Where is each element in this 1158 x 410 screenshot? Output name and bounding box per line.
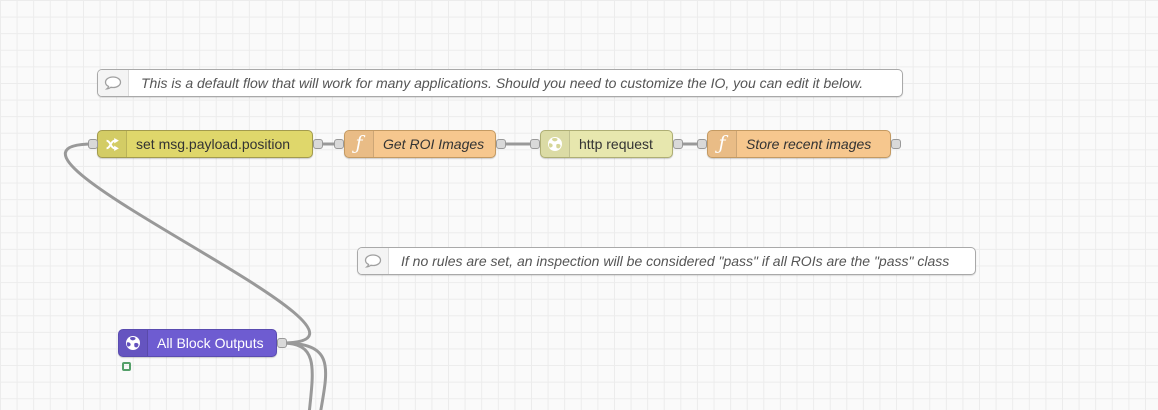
node-status-indicator [122, 362, 131, 371]
function-icon: ƒ [355, 131, 363, 154]
node-label: http request [579, 136, 653, 152]
node-icon-area: ƒ [708, 131, 737, 157]
globe-icon [548, 137, 562, 151]
port-output-get-roi-images[interactable] [496, 139, 506, 149]
port-output-store-recent-images[interactable] [891, 139, 901, 149]
node-set-msg-payload-position[interactable]: set msg.payload.position [97, 130, 313, 158]
node-icon-area [119, 330, 148, 356]
node-icon-area [541, 131, 570, 157]
port-input-store-recent-images[interactable] [697, 139, 707, 149]
wire-abo-to-set[interactable] [63, 142, 312, 345]
port-output-all-block-outputs[interactable] [277, 338, 287, 348]
port-output-http-request[interactable] [673, 139, 683, 149]
globe-icon [126, 336, 140, 350]
wire-abo-down-1[interactable] [280, 341, 314, 410]
comment-icon-area [98, 70, 129, 96]
node-all-block-outputs[interactable]: All Block Outputs [118, 329, 277, 357]
comment-node-io-customize[interactable]: This is a default flow that will work fo… [97, 69, 903, 97]
node-store-recent-images[interactable]: ƒ Store recent images [707, 130, 891, 158]
shuffle-icon [105, 137, 119, 151]
node-icon-area: ƒ [345, 131, 374, 157]
wire-abo-down-2[interactable] [280, 341, 328, 410]
node-http-request[interactable]: http request [540, 130, 673, 158]
port-input-get-roi-images[interactable] [334, 139, 344, 149]
node-label: Store recent images [746, 136, 872, 152]
comment-text: This is a default flow that will work fo… [141, 75, 864, 91]
node-icon-area [98, 131, 127, 157]
comment-text: If no rules are set, an inspection will … [401, 253, 950, 269]
speech-bubble-icon [364, 254, 382, 268]
node-label: All Block Outputs [157, 335, 264, 351]
port-input-http-request[interactable] [530, 139, 540, 149]
port-output-set-msg-payload-position[interactable] [313, 139, 323, 149]
function-icon: ƒ [718, 131, 726, 154]
node-label: set msg.payload.position [136, 136, 291, 152]
comment-node-pass-rules[interactable]: If no rules are set, an inspection will … [357, 247, 976, 275]
speech-bubble-icon [104, 76, 122, 90]
port-input-set-msg-payload-position[interactable] [88, 139, 98, 149]
comment-icon-area [358, 248, 389, 274]
node-get-roi-images[interactable]: ƒ Get ROI Images [344, 130, 496, 158]
node-label: Get ROI Images [383, 136, 485, 152]
